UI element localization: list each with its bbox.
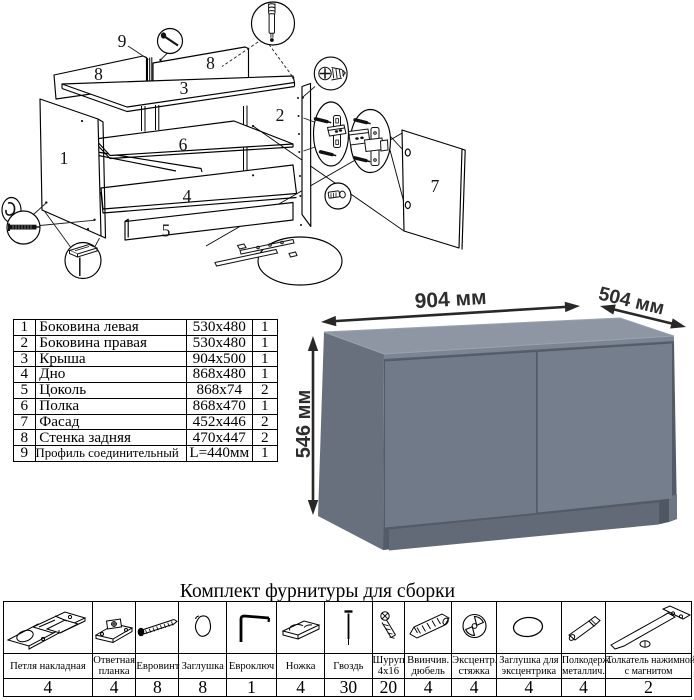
svg-text:5: 5 [162, 221, 171, 241]
svg-text:3: 3 [180, 78, 189, 98]
svg-text:8: 8 [206, 53, 215, 73]
svg-text:904 мм: 904 мм [414, 286, 487, 313]
svg-text:8: 8 [94, 64, 103, 84]
svg-text:2: 2 [276, 105, 285, 125]
svg-text:6: 6 [179, 135, 188, 155]
svg-text:7: 7 [431, 176, 440, 196]
svg-text:546 мм: 546 мм [293, 390, 315, 459]
svg-text:4: 4 [183, 186, 192, 206]
svg-text:1: 1 [60, 148, 69, 168]
svg-text:9: 9 [118, 31, 127, 51]
